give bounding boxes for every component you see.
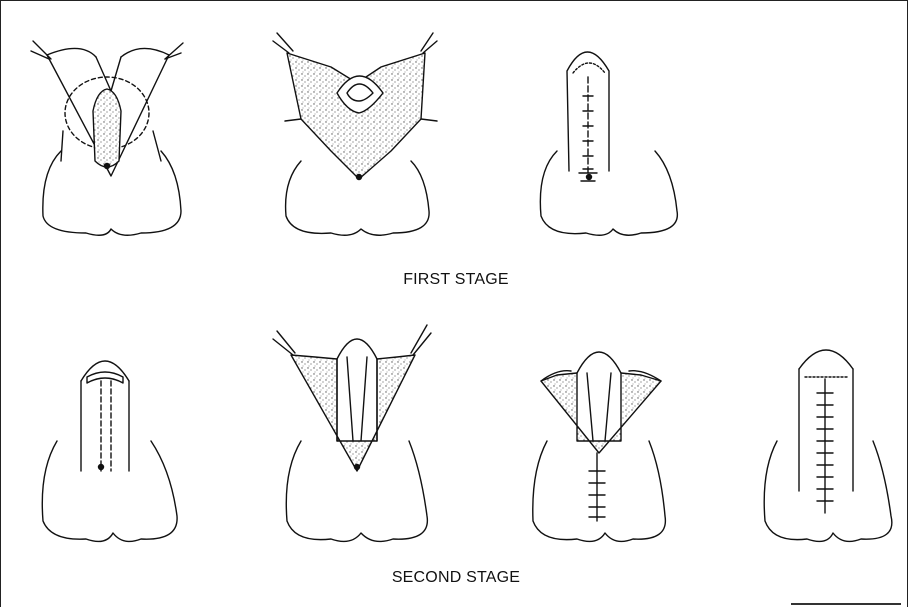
bottom-rule [791, 603, 901, 605]
second-stage-figure-4 [764, 350, 892, 541]
first-stage-figure-1 [31, 41, 183, 235]
first-stage-figure-2 [273, 33, 437, 235]
first-stage-label: FIRST STAGE [306, 271, 606, 289]
second-stage-figure-2 [273, 325, 431, 541]
second-stage-figure-1 [42, 361, 177, 541]
second-stage-figure-3 [533, 352, 666, 541]
second-stage-label: SECOND STAGE [306, 569, 606, 587]
first-stage-figure-3 [540, 52, 677, 235]
